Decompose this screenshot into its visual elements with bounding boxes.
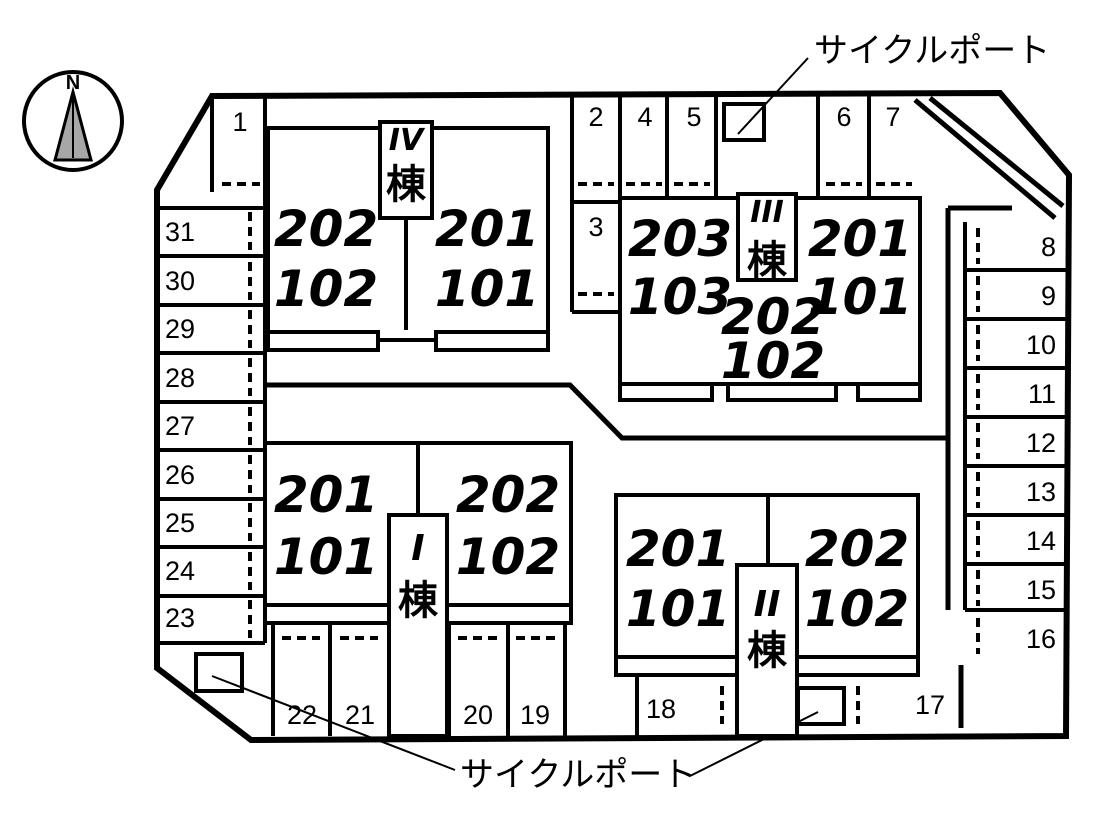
cycle-port-top xyxy=(722,102,766,142)
building-iii-suffix: 棟 xyxy=(747,238,788,284)
parking-label: 12 xyxy=(1026,428,1056,458)
compass: N xyxy=(22,70,124,172)
unit-label: 101 xyxy=(626,580,730,638)
parking-label: 4 xyxy=(637,102,652,132)
parking-label: 1 xyxy=(232,107,247,137)
parking-label: 5 xyxy=(686,102,701,132)
cycle-port-label-top: サイクルポート xyxy=(814,31,1050,71)
building-i-numeral: I xyxy=(411,528,424,569)
building-iv-numeral: IV xyxy=(389,123,426,158)
unit-label: 103 xyxy=(628,268,732,326)
building-ii xyxy=(614,493,920,738)
parking-label: 25 xyxy=(165,508,195,538)
parking-label: 24 xyxy=(165,556,195,586)
parking-label: 14 xyxy=(1026,526,1056,556)
parking-label: 22 xyxy=(287,700,317,730)
parking-label: 30 xyxy=(165,266,195,296)
parking-labels: 1 2 3 4 5 6 7 8 9 10 11 12 13 14 15 16 1… xyxy=(165,102,1056,730)
unit-label: 201 xyxy=(435,200,539,258)
unit-label: 102 xyxy=(721,332,825,390)
parking-label: 8 xyxy=(1041,232,1056,262)
parking-label: 31 xyxy=(165,217,195,247)
building-iii xyxy=(618,192,922,402)
parking-label: 18 xyxy=(646,694,676,724)
cycle-port-label-bottom: サイクルポート xyxy=(460,755,696,795)
parking-label: 29 xyxy=(165,314,195,344)
unit-labels: 202 102 201 101 203 103 202 102 201 101 … xyxy=(274,200,912,638)
parking-label: 6 xyxy=(836,102,851,132)
parking-label: 10 xyxy=(1026,330,1056,360)
unit-label: 101 xyxy=(435,260,539,318)
parking-label: 9 xyxy=(1041,281,1056,311)
unit-label: 102 xyxy=(805,580,909,638)
building-iv xyxy=(266,120,550,352)
cycle-port-boxes xyxy=(194,102,846,726)
building-ii-numeral: II xyxy=(754,584,781,625)
building-iv-suffix: 棟 xyxy=(386,162,427,208)
parking-label: 15 xyxy=(1026,575,1056,605)
unit-label: 201 xyxy=(274,466,378,524)
parking-label: 17 xyxy=(915,690,945,720)
building-labels: IV 棟 III 棟 I 棟 II 棟 xyxy=(386,123,788,674)
building-i xyxy=(263,441,573,738)
wheel-stop-marks xyxy=(222,182,980,724)
unit-label: 202 xyxy=(805,520,909,578)
unit-label: 201 xyxy=(626,520,730,578)
parking-label: 27 xyxy=(165,411,195,441)
unit-label: 101 xyxy=(274,528,378,586)
cycle-port-right xyxy=(796,686,846,726)
unit-label: 203 xyxy=(628,210,732,268)
parking-label: 20 xyxy=(463,700,493,730)
cycle-port-callouts: サイクルポート サイクルポート xyxy=(460,31,1050,795)
parking-label: 16 xyxy=(1026,624,1056,654)
building-ii-suffix: 棟 xyxy=(747,628,788,674)
cycle-port-left xyxy=(194,652,244,693)
compass-letter: N xyxy=(66,72,80,94)
parking-label: 13 xyxy=(1026,477,1056,507)
parking-label: 19 xyxy=(520,700,550,730)
parking-label: 26 xyxy=(165,460,195,490)
unit-label: 101 xyxy=(808,268,912,326)
driveway-lines xyxy=(263,96,1065,728)
building-iii-numeral: III xyxy=(750,195,784,230)
unit-label: 202 xyxy=(274,200,378,258)
parking-label: 23 xyxy=(165,603,195,633)
parking-stall-outlines xyxy=(157,96,1066,736)
unit-label: 102 xyxy=(456,528,560,586)
parking-label: 2 xyxy=(588,102,603,132)
unit-label: 102 xyxy=(274,260,378,318)
parking-label: 7 xyxy=(885,102,900,132)
building-i-suffix: 棟 xyxy=(398,578,439,624)
parking-label: 28 xyxy=(165,363,195,393)
parking-label: 3 xyxy=(588,212,603,242)
unit-label: 202 xyxy=(456,466,560,524)
unit-label: 201 xyxy=(808,210,912,268)
parking-label: 11 xyxy=(1028,379,1056,409)
parking-label: 21 xyxy=(345,700,375,730)
unit-label: 202 xyxy=(721,288,825,346)
